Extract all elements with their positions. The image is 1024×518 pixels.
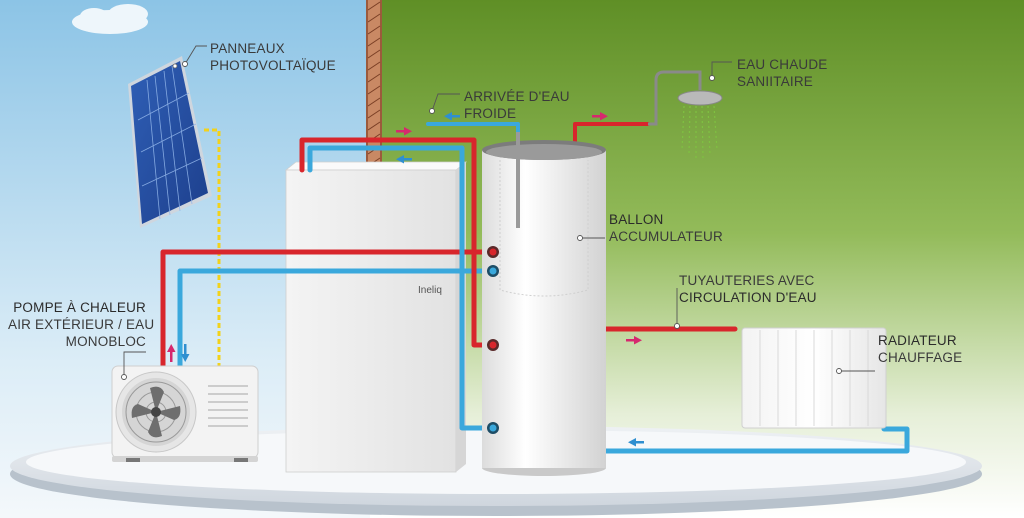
brick-wall: [366, 0, 382, 170]
label-radiator: RADIATEUR CHAUFFAGE: [878, 332, 962, 366]
flow-arrows: [167, 112, 644, 447]
hot-pipe-top-loop: [299, 137, 494, 348]
leader-cold-water: [431, 93, 460, 112]
label-cold-water-line2: FROIDE: [464, 106, 517, 121]
label-cold-water: ARRIVÉE D'EAU FROIDE: [464, 88, 570, 122]
arrow-up-magenta: [167, 344, 176, 362]
solar-cable: [204, 128, 221, 370]
label-pipes: TUYAUTERIES AVEC CIRCULATION D'EAU: [679, 272, 817, 306]
label-pipes-line1: TUYAUTERIES AVEC: [679, 273, 815, 288]
tank-connections: [487, 246, 499, 434]
label-hot-water-line2: SANIITAIRE: [737, 74, 814, 89]
arrow-left-blue-return: [628, 438, 644, 447]
leader-dot-heat-pump: [121, 374, 127, 380]
label-radiator-line2: CHAUFFAGE: [878, 350, 963, 365]
arrow-right-magenta-radiator: [626, 336, 642, 345]
pipe-network: [160, 122, 910, 454]
label-pipes-line2: CIRCULATION D'EAU: [679, 290, 817, 305]
label-heat-pump: POMPE À CHALEUR AIR EXTÉRIEUR / EAU MONO…: [8, 299, 155, 350]
radiator-return-pipe: [600, 426, 910, 454]
leader-dot-pipes: [674, 323, 680, 329]
indoor-unit: [284, 161, 468, 473]
label-radiator-line1: RADIATEUR: [878, 333, 957, 348]
label-hot-water-line1: EAU CHAUDE: [737, 57, 828, 72]
storage-tank: [482, 132, 606, 476]
arrow-left-blue-top: [396, 155, 412, 164]
leader-dot-hot-water: [709, 75, 715, 81]
cloud: [72, 4, 148, 34]
label-heat-pump-line2: AIR EXTÉRIEUR / EAU: [8, 317, 155, 332]
cold-pipe-heatpump: [177, 268, 494, 375]
arrow-left-blue-inlet: [444, 112, 460, 121]
cold-pipe-top-loop: [307, 145, 494, 431]
leader-hot-water: [711, 61, 732, 78]
hot-pipe-heatpump: [160, 249, 494, 375]
radiator: [741, 327, 887, 429]
leader-heat-pump: [123, 351, 146, 377]
leader-dot-radiator: [836, 368, 842, 374]
leader-dot-cold-water: [429, 108, 435, 114]
label-tank: BALLON ACCUMULATEUR: [609, 211, 723, 245]
label-hot-water: EAU CHAUDE SANIITAIRE: [737, 56, 828, 90]
label-cold-water-line1: ARRIVÉE D'EAU: [464, 89, 570, 104]
arrow-right-magenta-hotwater: [592, 112, 608, 121]
label-heat-pump-line1: POMPE À CHALEUR: [13, 300, 146, 315]
shower-head: [648, 70, 723, 159]
label-tank-line2: ACCUMULATEUR: [609, 229, 723, 244]
indoor-unit-brand: Ineliq: [418, 285, 442, 296]
heat-pump-outdoor-unit: [111, 365, 259, 462]
leader-lines: [123, 45, 875, 377]
label-tank-line1: BALLON: [609, 212, 664, 227]
arrow-down-blue: [181, 344, 190, 362]
label-pv-line2: PHOTOVOLTAÏQUE: [210, 58, 336, 73]
solar-panel: [128, 56, 212, 228]
hot-water-pipe: [573, 122, 650, 147]
arrow-right-magenta-top: [396, 127, 412, 136]
leader-dot-tank: [577, 235, 583, 241]
label-pv: PANNEAUX PHOTOVOLTAÏQUE: [210, 40, 336, 74]
leader-dots: [121, 61, 842, 380]
label-heat-pump-line3: MONOBLOC: [65, 334, 146, 349]
leader-dot-pv: [182, 61, 188, 67]
leader-pv: [184, 45, 207, 65]
label-pv-line1: PANNEAUX: [210, 41, 285, 56]
